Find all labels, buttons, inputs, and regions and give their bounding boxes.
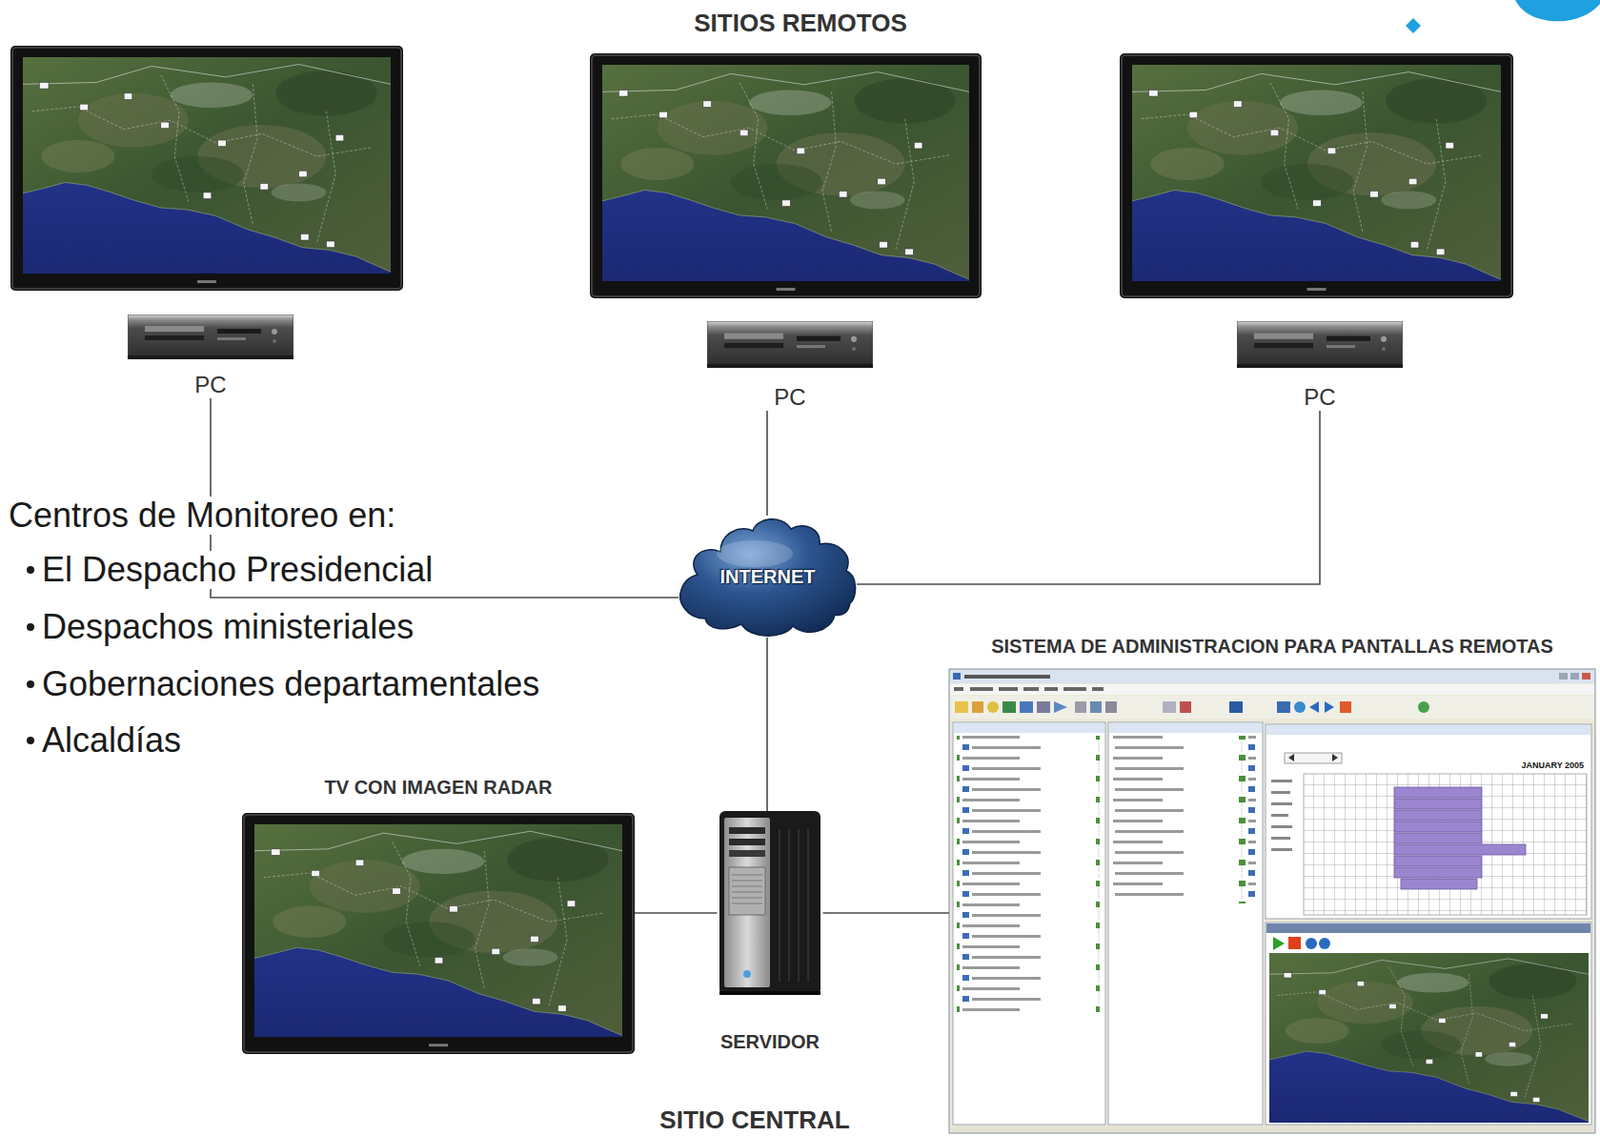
node-label: INTERNET <box>720 565 816 588</box>
tv-node: TV CON IMAGEN RADAR <box>242 773 635 1054</box>
list-item: Alcaldías <box>41 721 182 760</box>
connector-line <box>856 410 1320 585</box>
node-label: PC <box>773 384 806 411</box>
node-label: SISTEMA DE ADMINISTRACION PARA PANTALLAS… <box>991 632 1554 660</box>
calendar-month: JANUARY 2005 <box>1520 760 1584 771</box>
list-item: Gobernaciones departamentales <box>41 665 540 704</box>
pc-node: PC <box>707 321 873 411</box>
bullet-dot <box>26 680 35 689</box>
bullet-dot <box>26 623 35 631</box>
list-item: El Despacho Presidencial <box>41 550 433 589</box>
pc-node: PC <box>1236 321 1403 411</box>
label-box: Despachos ministeriales <box>41 607 414 647</box>
label-box: Centros de Monitoreo en: <box>8 496 396 535</box>
cloud-highlight <box>716 540 793 568</box>
label-box: Gobernaciones departamentales <box>41 665 540 704</box>
label-box: Alcaldías <box>41 721 182 760</box>
label-box: El Despacho Presidencial <box>41 550 433 589</box>
bullet-dot <box>26 736 35 745</box>
cloud-outline <box>680 519 856 637</box>
connector-line <box>634 911 718 914</box>
connector-line <box>766 410 769 516</box>
node-label: PC <box>1303 384 1336 411</box>
label-box: SITIO CENTRAL <box>659 1106 850 1134</box>
label-box: JANUARY 2005 <box>1520 754 1584 772</box>
internet-cloud: INTERNET <box>678 515 857 638</box>
section-title: SITIOS REMOTOS <box>693 8 907 38</box>
software-screen-node: SISTEMA DE ADMINISTRACION PARA PANTALLAS… <box>949 632 1596 1134</box>
site-label: SITIO CENTRAL <box>659 1106 850 1134</box>
pc-node: PC <box>127 314 294 399</box>
bullet-dot <box>26 566 35 574</box>
connector-line <box>766 637 769 811</box>
node-label: TV CON IMAGEN RADAR <box>324 773 553 801</box>
list-heading: Centros de Monitoreo en: <box>8 496 396 535</box>
node-label: PC <box>194 371 226 399</box>
title-box: SITIOS REMOTOS <box>693 8 907 38</box>
connector-line <box>823 911 951 914</box>
node-label: SERVIDOR <box>720 1028 820 1055</box>
list-item: Despachos ministeriales <box>41 607 414 647</box>
server-node: SERVIDOR <box>717 810 824 1055</box>
